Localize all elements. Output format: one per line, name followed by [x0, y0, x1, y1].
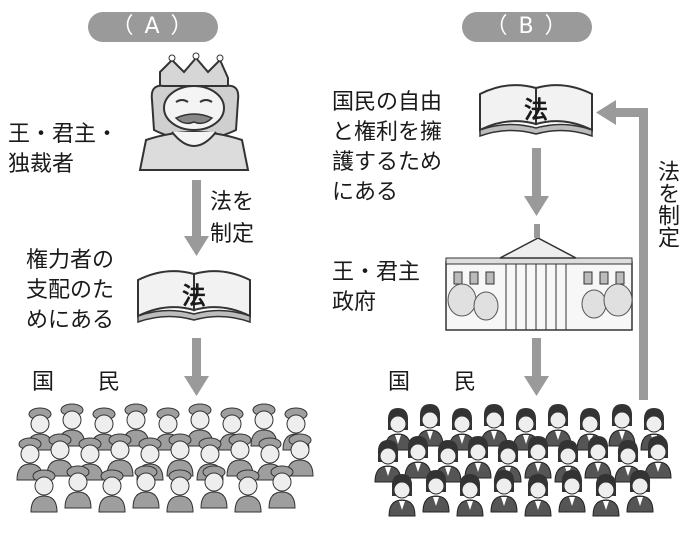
king-illustration	[138, 52, 250, 171]
right-purpose-line2: と権利を擁	[332, 120, 443, 145]
right-feedback-arrow	[596, 100, 648, 400]
right-arrow-to-people	[524, 338, 549, 396]
right-purpose-line1: 国民の自由	[332, 90, 443, 115]
section-b-label: （ B ）	[462, 12, 592, 42]
right-purpose-line3: 護するため	[332, 150, 443, 175]
left-arrow-text-line1: 法を	[210, 190, 255, 215]
left-law-label: 法	[182, 282, 206, 310]
right-crowd-illustration	[374, 403, 672, 517]
right-government-line2: 政府	[332, 290, 377, 315]
right-law-label: 法	[524, 96, 548, 124]
right-people-label: 国 民	[388, 370, 477, 395]
left-arrow-to-law	[184, 180, 209, 256]
left-ruler-line2: 独裁者	[8, 152, 75, 177]
right-purpose-line4: にある	[332, 180, 399, 205]
right-arrow-to-government	[524, 148, 549, 216]
right-side-arrow-text: 法を制定	[654, 160, 679, 248]
section-a-label: （ A ）	[88, 12, 218, 42]
left-crowd-illustration	[16, 403, 314, 513]
left-arrow-to-people	[184, 338, 209, 396]
left-arrow-text-line2: 制定	[210, 222, 255, 247]
left-purpose-line2: 支配のた	[26, 278, 115, 303]
left-ruler-line1: 王・君主・	[8, 122, 119, 147]
left-purpose-line3: めにある	[26, 308, 115, 333]
right-government-line1: 王・君主	[332, 260, 421, 285]
government-building-illustration	[445, 224, 633, 331]
left-people-label: 国 民	[32, 370, 121, 395]
left-purpose-line1: 権力者の	[26, 248, 115, 273]
